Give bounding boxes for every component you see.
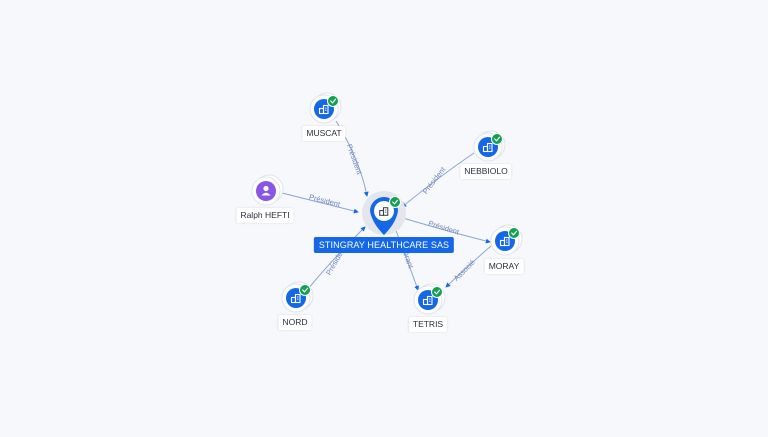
node-label-nebbiolo[interactable]: NEBBIOLO [460,164,512,179]
building-icon [318,104,329,115]
verified-check-icon [431,286,443,298]
building-icon [482,142,493,153]
edge-label-muscat: Président [345,143,365,177]
node-tetris[interactable] [413,283,446,315]
verified-check-icon [508,227,520,239]
center-node-label[interactable]: STINGRAY HEALTHCARE SAS [313,237,455,253]
edge-nebbiolo [401,152,475,208]
node-muscat[interactable] [309,92,342,124]
edge-label-moray: Président [427,219,461,237]
center-node[interactable] [362,191,406,235]
building-icon [422,295,433,306]
verified-check-icon [299,284,311,296]
node-label-moray[interactable]: MORAY [484,259,524,274]
node-label-ralph-hefti[interactable]: Ralph HEFTI [236,208,294,223]
verified-check-icon [327,95,339,107]
node-label-tetris[interactable]: TETRIS [408,317,448,332]
verified-check-icon [389,196,401,208]
edge-tetris [394,227,419,291]
node-moray[interactable] [490,224,523,256]
edge-label-ralph: Président [308,192,342,209]
node-label-muscat[interactable]: MUSCAT [302,126,346,141]
building-icon [290,293,301,304]
edge-ralph [281,192,359,214]
node-label-nord[interactable]: NORD [278,315,312,330]
node-nebbiolo[interactable] [473,130,506,162]
edge-moray [402,217,491,244]
node-ralph[interactable] [251,174,284,206]
node-nord[interactable] [281,281,314,313]
building-icon [499,236,510,247]
edge-label-moray-tetris: Associé [452,258,477,283]
edge-label-nebbiolo: Président [421,164,448,195]
nodes-layer [251,92,523,315]
edge-nord [307,226,366,290]
verified-check-icon [491,133,503,145]
edge-moray-tetris [445,245,492,288]
building-icon [379,207,389,216]
person-icon [261,185,271,196]
